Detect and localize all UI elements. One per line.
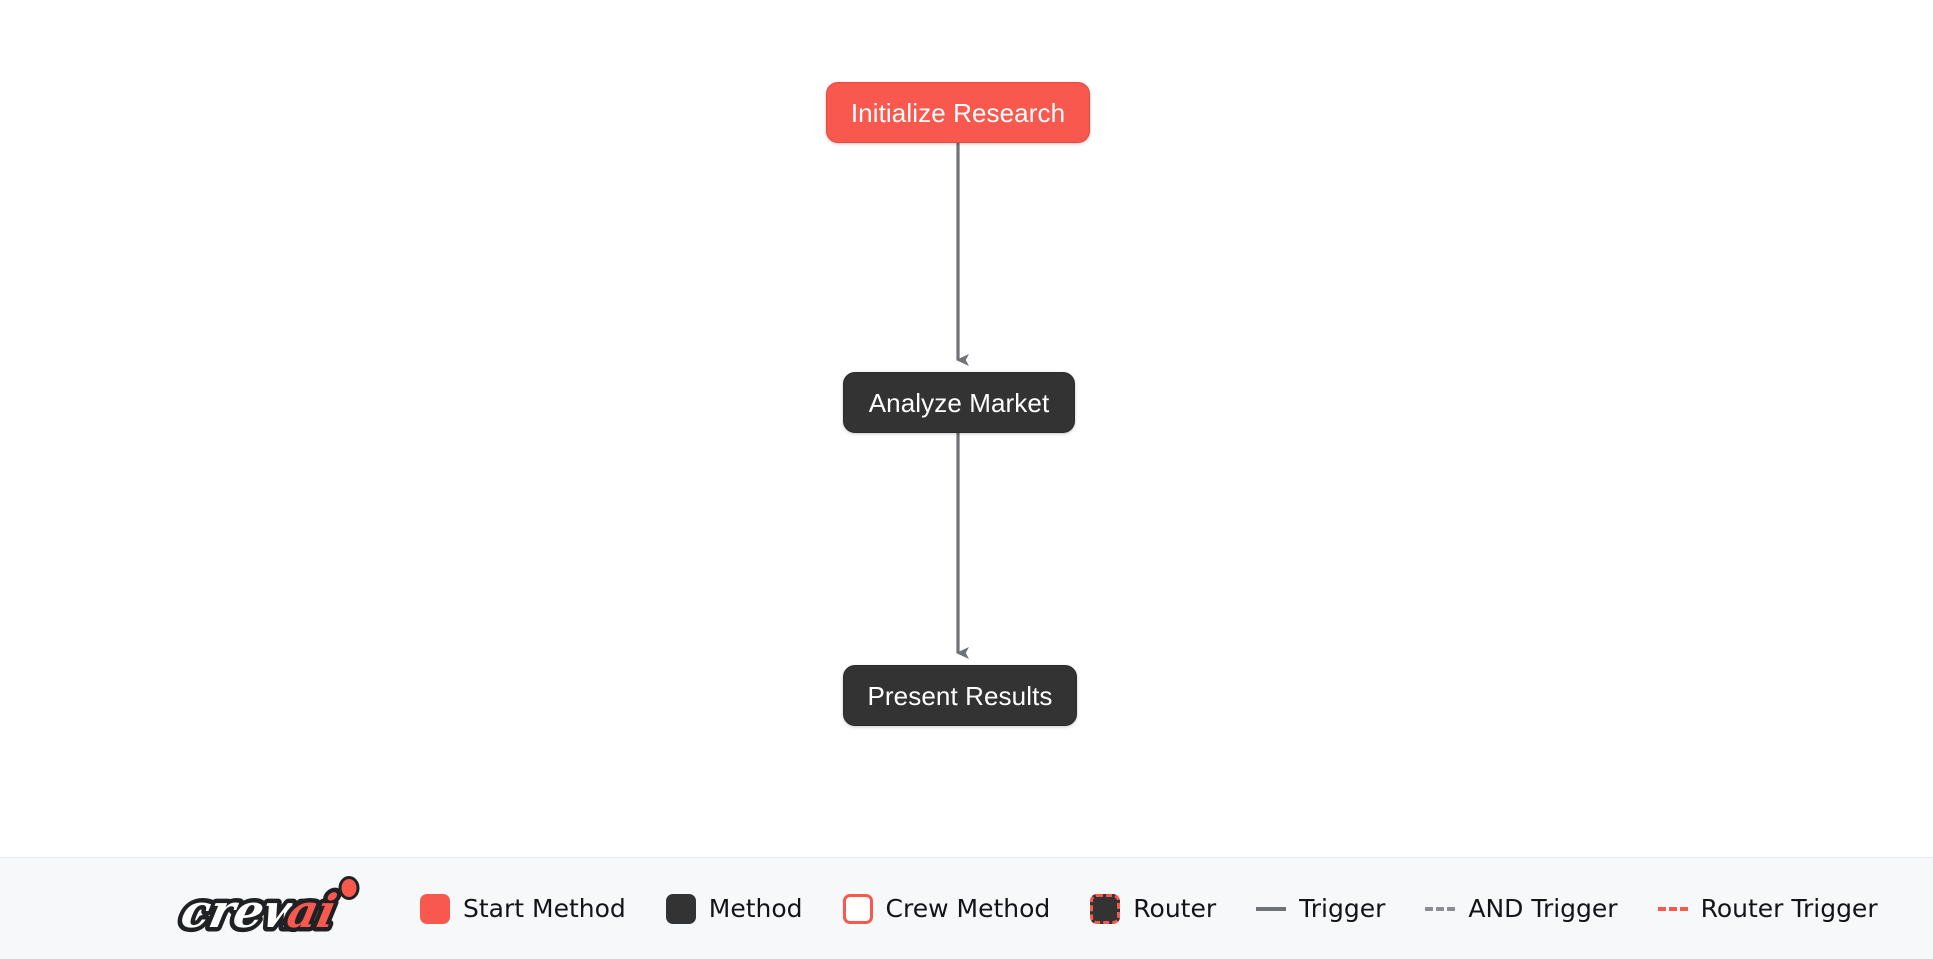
legend-item-router: Router <box>1090 893 1217 924</box>
legend-item-router-trigger: Router Trigger <box>1657 894 1878 923</box>
start-method-swatch-icon <box>420 893 450 924</box>
crewai-logo: crew crew ai ai <box>166 875 376 943</box>
legend-item-start-method: Start Method <box>420 893 626 924</box>
legend-item-and-trigger: AND Trigger <box>1425 894 1618 923</box>
legend-item-label: Start Method <box>463 894 626 923</box>
router-trigger-line-swatch-icon <box>1657 906 1688 911</box>
svg-text:ai: ai <box>283 883 342 937</box>
flow-node-initialize-research[interactable]: Initialize Research <box>826 82 1090 143</box>
flow-node-present-results[interactable]: Present Results <box>843 665 1077 726</box>
flow-canvas[interactable]: Initialize Research Analyze Market Prese… <box>0 0 1933 857</box>
legend-item-label: Crew Method <box>885 894 1051 923</box>
flow-node-label: Initialize Research <box>850 97 1066 128</box>
legend-item-method: Method <box>665 893 803 924</box>
method-swatch-icon <box>665 893 696 924</box>
legend-bar: crew crew ai ai Start Method Method Crew… <box>0 857 1933 959</box>
trigger-line-swatch-icon <box>1256 906 1287 911</box>
legend-item-crew-method: Crew Method <box>842 893 1051 924</box>
flow-node-analyze-market[interactable]: Analyze Market <box>843 372 1075 433</box>
and-trigger-line-swatch-icon <box>1425 906 1456 911</box>
flow-node-label: Analyze Market <box>868 387 1050 418</box>
legend-item-label: Method <box>708 894 803 923</box>
svg-text:crew: crew <box>177 883 312 937</box>
crew-method-swatch-icon <box>842 893 873 924</box>
legend-item-label: AND Trigger <box>1468 894 1618 923</box>
router-swatch-icon <box>1090 893 1121 924</box>
legend-item-label: Router <box>1133 894 1217 923</box>
legend-item-trigger: Trigger <box>1256 896 1385 921</box>
svg-text:crew: crew <box>177 883 312 937</box>
flow-node-label: Present Results <box>867 680 1053 711</box>
legend-item-label: Router Trigger <box>1700 894 1878 923</box>
legend-item-label: Trigger <box>1299 894 1386 923</box>
